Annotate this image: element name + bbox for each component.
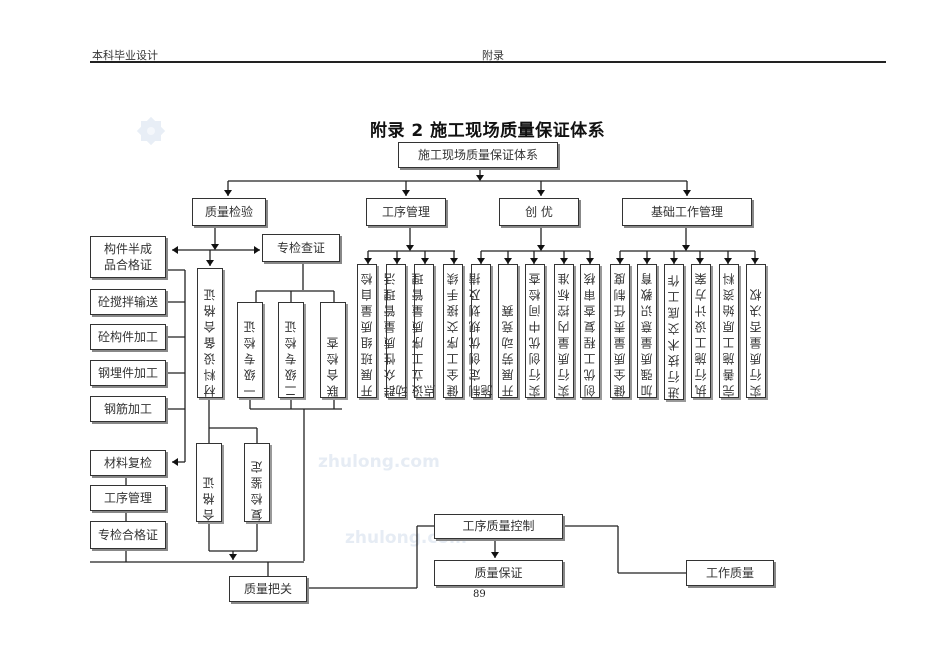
special-sub-box-2: 二级专检证 xyxy=(278,302,304,398)
special-sub-text-2: 二级专检证 xyxy=(284,317,298,397)
excellence-item-text: 实行创优中间检查 xyxy=(528,269,542,397)
root-box: 施工现场质量保证体系 xyxy=(398,142,558,168)
special-sub-box-1: 一级专检证 xyxy=(237,302,263,398)
page-number: 89 xyxy=(473,589,486,600)
excellence-item-1: 制定创优规划及措施 xyxy=(468,264,494,398)
cert-text: 合格证 xyxy=(202,473,216,521)
process-item-text: 开展班组质量自检 xyxy=(360,269,374,397)
recheck-appraisal-text: 复检鉴定 xyxy=(250,457,264,521)
base-work-item-3: 进行技术交底工作 xyxy=(664,264,684,400)
steel-embed-box: 钢埋件加工 xyxy=(90,360,166,386)
process-item-3: 设立工序质量管理点 xyxy=(411,264,437,398)
materials-cert-text: 材料设备合格证 xyxy=(203,285,217,397)
concrete-component-box: 砼构件加工 xyxy=(90,324,166,350)
recheck-appraisal-box: 复检鉴定 xyxy=(244,443,270,522)
process-item-4: 健全工序交接手续 xyxy=(443,264,463,398)
base-work-item-text: 加强质量意识教育 xyxy=(640,269,654,397)
rebar-processing-box: 钢筋加工 xyxy=(90,396,166,422)
excellence-item-4: 实行质量内控标准 xyxy=(554,264,574,398)
special-cert-box: 专检合格证 xyxy=(90,521,166,549)
work-quality-box: 工作质量 xyxy=(686,560,774,586)
base-work-item-text: 健全质量责任制度 xyxy=(613,269,627,397)
base-work-item-text: 完善施工原始资料 xyxy=(722,269,736,397)
base-work-item-1: 健全质量责任制度 xyxy=(610,264,630,398)
base-work-item-6: 实行质量否决权 xyxy=(746,264,766,398)
materials-cert-box: 材料设备合格证 xyxy=(197,268,223,398)
special-check-box: 专检查证 xyxy=(262,234,340,262)
process-mgmt-box: 工序管理 xyxy=(366,198,446,226)
process-mgmt-sub-box: 工序管理 xyxy=(90,485,166,511)
excellence-item-2: 开展劳动竞赛 xyxy=(498,264,518,398)
concrete-mixing-box: 砼搅拌输送 xyxy=(90,289,166,315)
excellence-item-5: 创优工程复查审核 xyxy=(580,264,600,398)
cert-box: 合格证 xyxy=(196,443,222,522)
base-work-item-5: 完善施工原始资料 xyxy=(719,264,739,398)
watermark-flower-icon xyxy=(136,116,166,146)
process-control-box: 工序质量控制 xyxy=(434,514,563,539)
material-recheck-box: 材料复检 xyxy=(90,450,166,476)
base-work-item-text: 执行施工设计方案 xyxy=(694,269,708,397)
base-work-item-text: 进行技术交底工作 xyxy=(667,271,681,399)
process-item-2: 群众性质量管理活动 xyxy=(383,264,409,398)
header-left-text: 本科毕业设计 xyxy=(92,49,158,62)
quality-check-box: 质量检验 xyxy=(192,198,266,226)
quality-assurance-box: 质量保证 xyxy=(434,560,563,586)
excellence-item-3: 实行创优中间检查 xyxy=(525,264,545,398)
special-sub-box-3: 联合检查 xyxy=(320,302,346,398)
diagram-title: 附录 2 施工现场质量保证体系 xyxy=(370,121,606,141)
special-sub-text-1: 一级专检证 xyxy=(243,317,257,397)
base-work-item-text: 实行质量否决权 xyxy=(749,285,763,397)
special-sub-text-3: 联合检查 xyxy=(326,333,340,397)
base-work-box: 基础工作管理 xyxy=(622,198,752,226)
watermark-text: zhulong.com xyxy=(318,452,440,472)
process-item-text: 设立工序质量管理点 xyxy=(411,269,437,397)
excellence-box: 创 优 xyxy=(499,198,579,226)
base-work-item-2: 加强质量意识教育 xyxy=(637,264,657,398)
quality-gate-box: 质量把关 xyxy=(229,576,307,602)
excellence-item-text: 创优工程复查审核 xyxy=(583,269,597,397)
excellence-item-text: 实行质量内控标准 xyxy=(557,269,571,397)
process-item-text: 健全工序交接手续 xyxy=(446,269,460,397)
header-center-text: 附录 xyxy=(482,49,504,62)
header-rule xyxy=(90,61,886,63)
base-work-item-4: 执行施工设计方案 xyxy=(691,264,711,398)
component-cert-box: 构件半成品合格证 xyxy=(90,236,166,278)
excellence-item-text: 开展劳动竞赛 xyxy=(501,301,515,397)
process-item-text: 群众性质量管理活动 xyxy=(383,269,409,397)
process-item-1: 开展班组质量自检 xyxy=(357,264,377,398)
excellence-item-text: 制定创优规划及措施 xyxy=(468,269,494,397)
